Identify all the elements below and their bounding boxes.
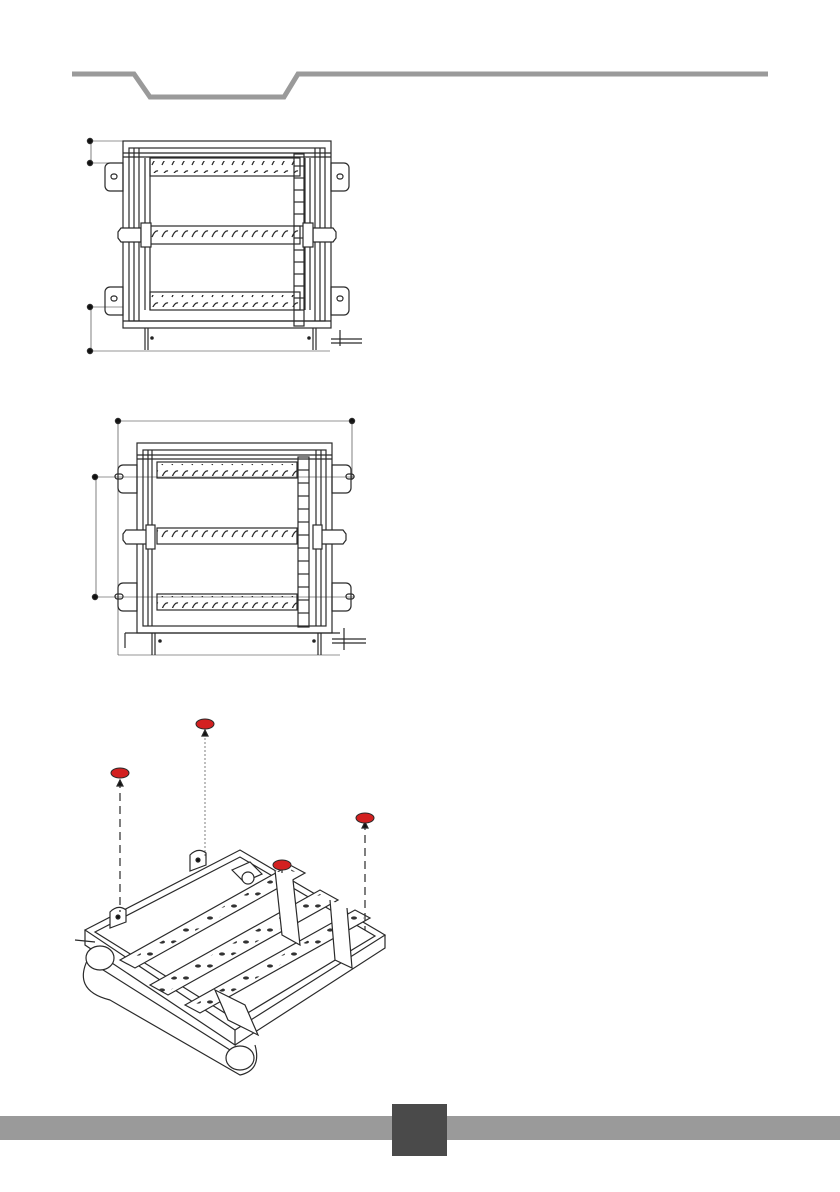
rear-view-drawing <box>92 418 366 655</box>
iso-view-drawing <box>75 730 385 1075</box>
red-cap-icon <box>111 719 374 870</box>
page-number <box>392 1106 447 1156</box>
front-view-drawing <box>87 138 362 353</box>
header-rule <box>72 74 768 97</box>
